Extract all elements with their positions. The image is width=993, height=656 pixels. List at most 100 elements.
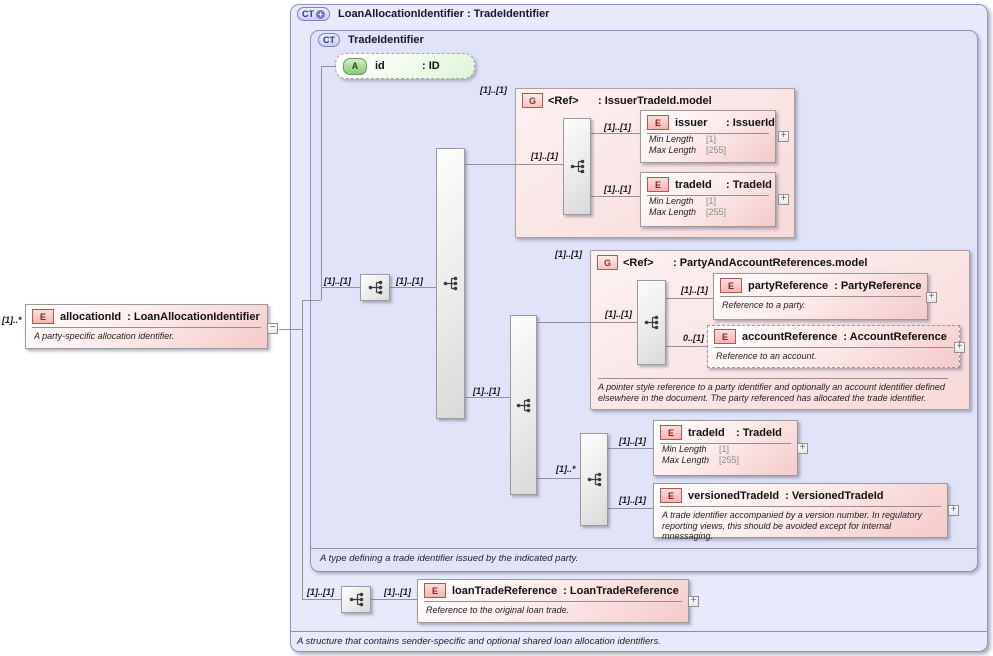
divider — [660, 443, 791, 444]
sequence-compositor-sub[interactable] — [510, 315, 537, 495]
choice-compositor[interactable] — [580, 433, 608, 526]
connector-line — [591, 196, 640, 197]
connector-line — [591, 133, 640, 134]
element-badge: E — [720, 278, 742, 293]
group-header: G <Ref> : PartyAndAccountReferences.mode… — [591, 251, 969, 270]
sequence-compositor-party-group[interactable] — [637, 280, 666, 365]
complex-type-badge: CT+ — [297, 7, 330, 21]
cardinality-main-to-sub: [1]..[1] — [473, 386, 500, 396]
group-annotation: A pointer style reference to a party ide… — [598, 382, 945, 403]
divider — [291, 631, 987, 632]
cardinality-trunk: [1]..[1] — [324, 276, 351, 286]
expand-toggle[interactable]: + — [797, 443, 808, 454]
element-name: tradeId — [688, 426, 725, 439]
connector-line — [321, 287, 360, 288]
element-issuer[interactable]: E issuer : IssuerId Min Length[1] Max Le… — [640, 110, 776, 163]
sequence-compositor-main[interactable] — [436, 148, 465, 419]
collapse-toggle[interactable]: − — [267, 323, 278, 334]
sequence-compositor-bottom[interactable] — [341, 586, 371, 613]
attribute-id[interactable]: A id : ID — [335, 53, 475, 79]
element-header: E allocationId : LoanAllocationIdentifie… — [26, 305, 267, 326]
element-header: E loanTradeReference : LoanTradeReferenc… — [418, 580, 688, 600]
outer-title: LoanAllocationIdentifier : TradeIdentifi… — [338, 8, 550, 20]
connector-line — [537, 478, 580, 479]
facet-max-length: Max Length[255] — [649, 206, 727, 217]
cardinality-allocation-id: [1]..* — [2, 315, 22, 325]
connector-line — [279, 329, 302, 330]
element-type: : AccountReference — [843, 330, 947, 343]
element-annotation: A party-specific allocation identifier. — [34, 331, 175, 341]
element-trade-id-2[interactable]: E tradeId : TradeId Min Length[1] Max Le… — [653, 420, 798, 476]
group-badge: G — [522, 93, 543, 108]
divider — [647, 133, 769, 134]
element-name: partyReference — [748, 279, 829, 292]
element-party-reference[interactable]: E partyReference : PartyReference Refere… — [713, 273, 928, 320]
connector-line — [465, 397, 510, 398]
connector-line — [537, 322, 637, 323]
element-badge: E — [714, 329, 736, 344]
cardinality-sub-to-choice: [1]..* — [556, 464, 576, 474]
sequence-compositor[interactable] — [360, 274, 390, 301]
cardinality-issuer-group: [1]..[1] — [480, 85, 507, 95]
connector-line — [465, 164, 563, 165]
badge-label: CT — [323, 35, 335, 45]
element-account-reference[interactable]: E accountReference : AccountReference Re… — [707, 325, 960, 368]
element-trade-id-1[interactable]: E tradeId : TradeId Min Length[1] Max Le… — [640, 172, 776, 227]
element-loan-trade-reference[interactable]: E loanTradeReference : LoanTradeReferenc… — [417, 579, 689, 623]
expand-toggle[interactable]: + — [948, 505, 959, 516]
expand-toggle[interactable]: + — [778, 194, 789, 205]
element-header: E partyReference : PartyReference — [714, 274, 927, 295]
expand-toggle[interactable]: + — [926, 292, 937, 303]
element-badge: E — [647, 177, 669, 192]
element-header: E accountReference : AccountReference — [708, 326, 959, 346]
outer-annotation: A structure that contains sender-specifi… — [297, 636, 661, 647]
element-type: : TradeId — [736, 426, 782, 439]
connector-line — [371, 599, 417, 600]
sequence-icon — [349, 592, 363, 607]
divider — [598, 378, 948, 379]
divider — [720, 296, 921, 297]
group-type: : PartyAndAccountReferences.model — [673, 256, 868, 269]
element-name: versionedTradeId — [688, 489, 780, 502]
element-name: tradeId — [675, 178, 712, 191]
attribute-badge: A — [343, 57, 367, 75]
facet-min-length: Min Length[1] — [649, 196, 717, 206]
element-allocation-id[interactable]: E allocationId : LoanAllocationIdentifie… — [25, 304, 268, 349]
element-name: allocationId — [60, 310, 122, 323]
expand-toggle[interactable]: + — [688, 596, 699, 607]
connector-line — [608, 508, 653, 509]
element-header: E tradeId : TradeId — [654, 421, 797, 442]
cardinality-issuer-group-inner: [1]..[1] — [531, 151, 558, 161]
expand-toggle[interactable]: + — [954, 342, 965, 353]
inner-annotation: A type defining a trade identifier issue… — [320, 553, 579, 564]
element-annotation: A trade identifier accompanied by a vers… — [654, 507, 947, 542]
cardinality-party-group-inner: [1]..[1] — [605, 309, 632, 319]
expand-toggle[interactable]: + — [778, 131, 789, 142]
choice-icon — [587, 472, 601, 487]
element-type: : VersionedTradeId — [785, 489, 884, 502]
connector-line — [390, 287, 436, 288]
element-type: : TradeId — [726, 178, 772, 191]
element-type: : LoanTradeReference — [563, 584, 679, 597]
divider — [424, 601, 682, 602]
sequence-compositor-issuer-group[interactable] — [563, 118, 591, 215]
divider — [311, 548, 977, 549]
element-name: loanTradeReference — [452, 584, 558, 597]
cardinality-bottom-right: [1]..[1] — [384, 587, 411, 597]
element-type: : PartyReference — [834, 279, 922, 292]
element-header: E tradeId : TradeId — [641, 173, 775, 194]
facet-min-length: Min Length[1] — [649, 134, 717, 144]
connector-line — [608, 448, 653, 449]
cardinality-party-group: [1]..[1] — [555, 249, 582, 259]
element-versioned-trade-id[interactable]: E versionedTradeId : VersionedTradeId A … — [653, 483, 948, 541]
connector-line — [302, 300, 321, 301]
annotation-line: reporting views, this should be avoided … — [662, 520, 892, 542]
element-name: accountReference — [742, 330, 838, 343]
group-name: <Ref> — [548, 94, 579, 107]
divider — [714, 347, 953, 348]
element-badge: E — [660, 425, 682, 440]
plus-icon: + — [316, 9, 325, 19]
cardinality-trade-id-1: [1]..[1] — [604, 184, 631, 194]
group-name: <Ref> — [623, 256, 654, 269]
